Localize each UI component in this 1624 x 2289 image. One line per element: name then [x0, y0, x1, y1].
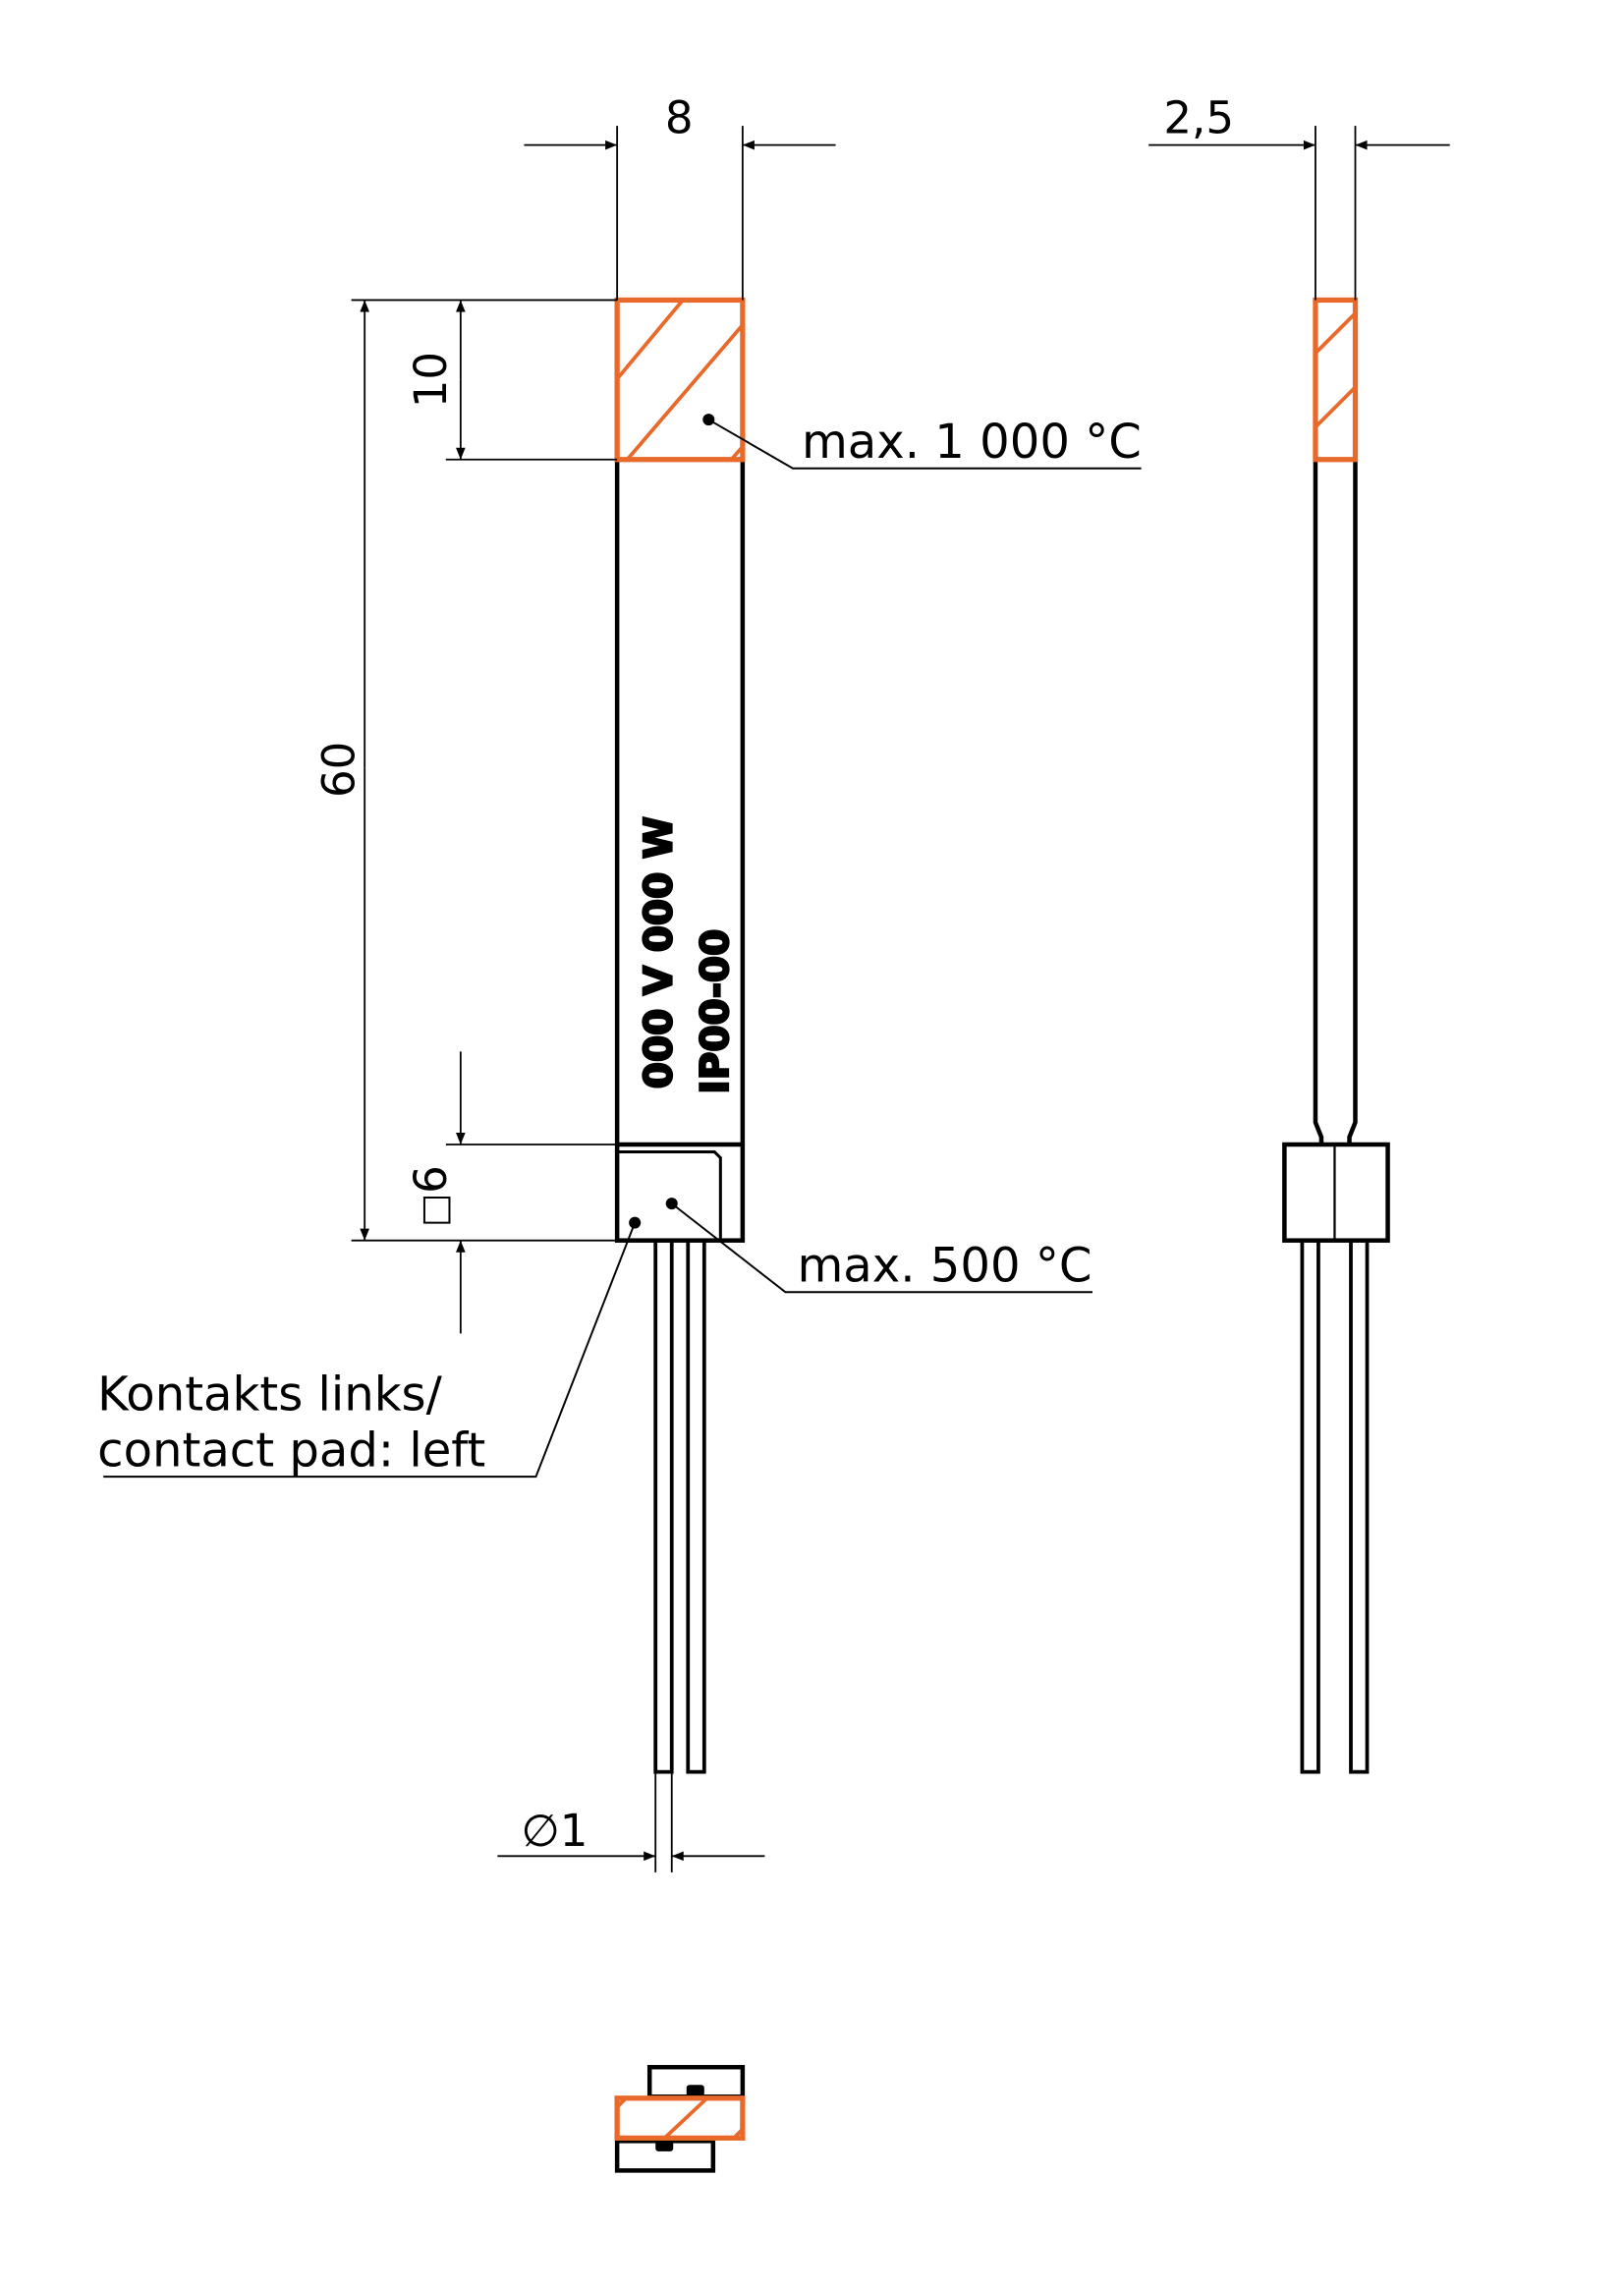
lead-left [653, 1238, 674, 1774]
callout-contact-pad: Kontakts links/ contact pad: left [97, 1216, 642, 1479]
dim-lead-diameter-label: 1 [560, 1805, 588, 1857]
dim-thickness-label: 2,5 [1163, 92, 1234, 144]
body-marking: 000 V 000 W [637, 815, 683, 1089]
dim-hot-zone: 10 [351, 299, 618, 461]
dim-hot-zone-label: 10 [405, 352, 457, 408]
callout-contact: max. 500 °C [665, 1198, 1093, 1294]
side-contact-block [1282, 1142, 1390, 1243]
dim-contact-square-label: 6 [405, 1165, 457, 1194]
dim-thickness: 2,5 [1148, 92, 1450, 301]
marking-ip-code: IP00-00 [694, 929, 738, 1094]
svg-text:∅1: ∅1 [521, 1805, 588, 1857]
dim-width-label: 8 [665, 92, 694, 144]
dim-total-length: 60 [313, 300, 618, 1242]
square-symbol: □ [414, 1194, 455, 1227]
dim-width: 8 [524, 92, 836, 301]
side-view [1282, 297, 1390, 1774]
contact-block [617, 1142, 743, 1241]
callout-hot-zone: max. 1 000 °C [702, 414, 1142, 470]
contact-pad-label-line2: contact pad: left [97, 1424, 485, 1479]
end-view-hot-zone [614, 2095, 746, 2141]
svg-text:□6: □6 [405, 1165, 457, 1227]
contact-temp-label: max. 500 °C [797, 1239, 1092, 1294]
diameter-symbol: ∅ [521, 1805, 559, 1857]
hot-zone-temp-label: max. 1 000 °C [802, 415, 1142, 470]
marking-voltage-power: 000 V 000 W [638, 816, 682, 1089]
front-view: 000 V 000 W IP00-00 [614, 297, 746, 1774]
dim-contact-square: □6 [405, 1051, 618, 1334]
dim-lead-diameter: ∅1 [497, 1771, 765, 1872]
end-view [614, 2064, 746, 2173]
lead-right [686, 1238, 706, 1774]
contact-pad-label-line1: Kontakts links/ [97, 1367, 442, 1422]
dim-total-length-label: 60 [313, 742, 365, 798]
hot-zone [614, 297, 746, 463]
